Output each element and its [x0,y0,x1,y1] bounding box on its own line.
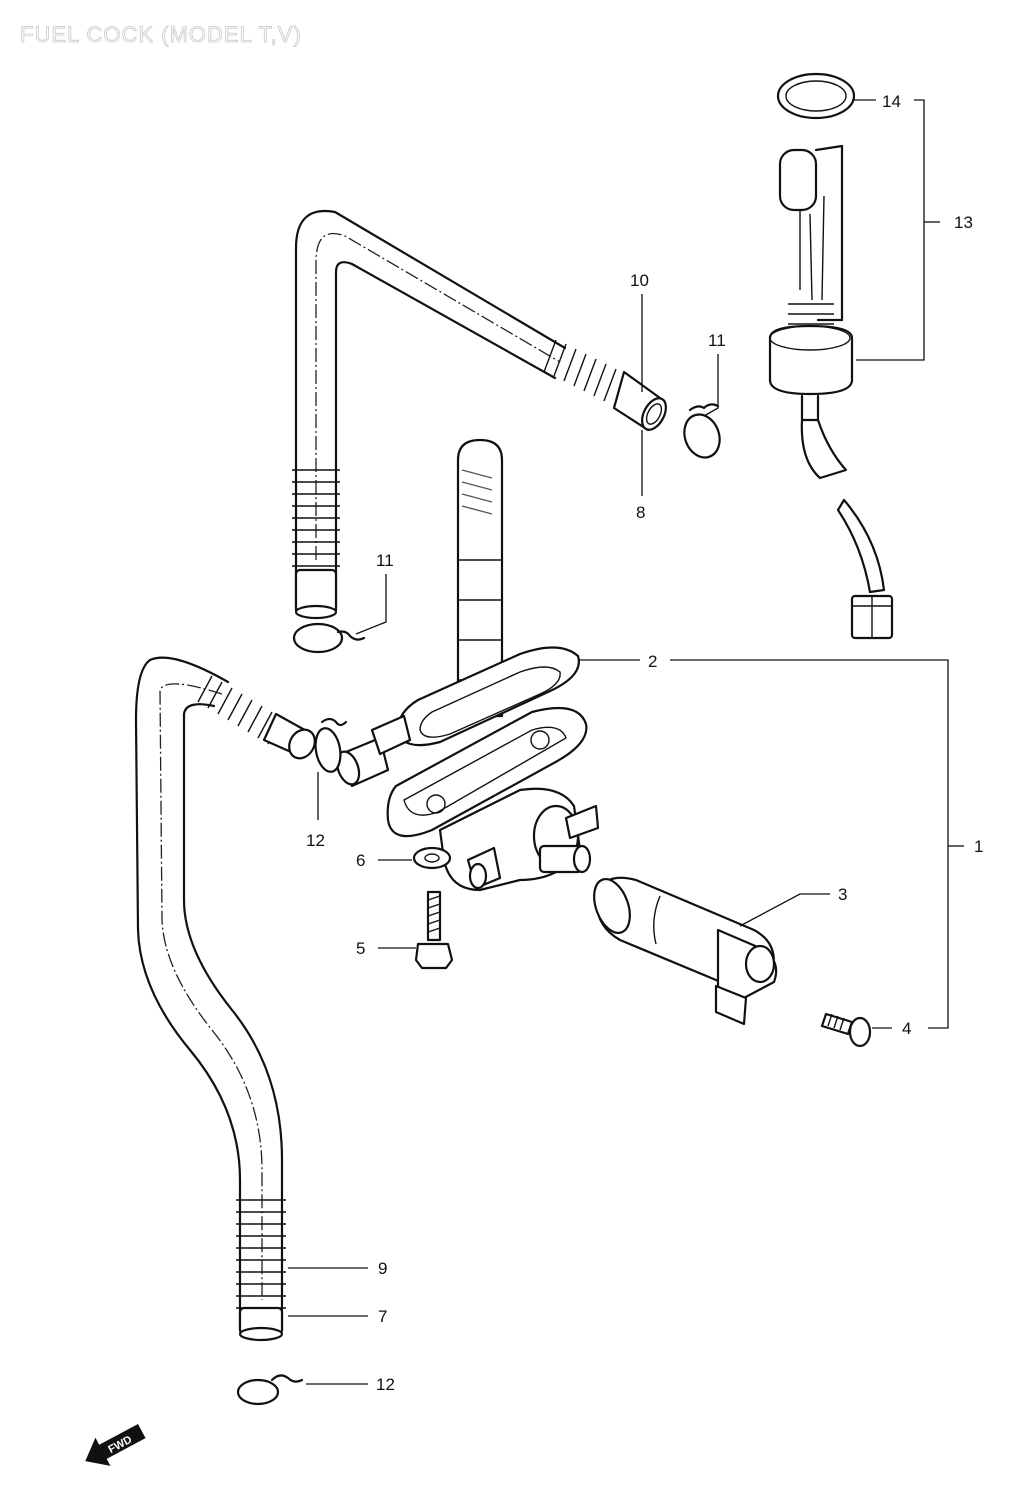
lower-fuel-hose [134,656,316,1342]
fuel-cock-lever [593,876,778,1026]
fwd-marker: FWD [85,1424,146,1466]
diagram-title: FUEL COCK (MODEL T,V) [20,22,302,48]
callout-5: 5 [356,939,365,958]
callout-labels: 14 13 10 11 8 11 2 12 1 6 3 5 4 9 7 12 [306,92,983,1394]
upper-fuel-hose [292,209,668,620]
hose-clip-11-lower [292,622,366,654]
screw [414,890,454,970]
callout-3: 3 [838,885,847,904]
callout-9: 9 [378,1259,387,1278]
callout-10: 10 [630,271,649,290]
callout-11-left: 11 [376,551,394,570]
callout-11-upper: 11 [708,331,726,350]
fuel-level-sensor [768,72,894,640]
callout-8: 8 [636,503,645,522]
callout-1: 1 [974,837,983,856]
callout-2: 2 [648,652,657,671]
hose-clip-12-lower [236,1374,304,1406]
hose-clip-12-upper [314,717,348,773]
washer [412,846,452,870]
callout-13: 13 [954,213,973,232]
callout-7: 7 [378,1307,387,1326]
callout-12-lower: 12 [376,1375,395,1394]
leader-lines [288,99,964,1385]
callout-6: 6 [356,851,365,870]
hose-clip-11-upper [683,403,721,459]
callout-4: 4 [902,1019,911,1038]
callout-12-upper: 12 [306,831,325,850]
fuel-cock-assembly [335,438,600,892]
callout-14: 14 [882,92,901,111]
small-screw [820,1012,872,1048]
fwd-label: FWD [106,1434,134,1456]
arrow-left-icon [85,1424,146,1466]
